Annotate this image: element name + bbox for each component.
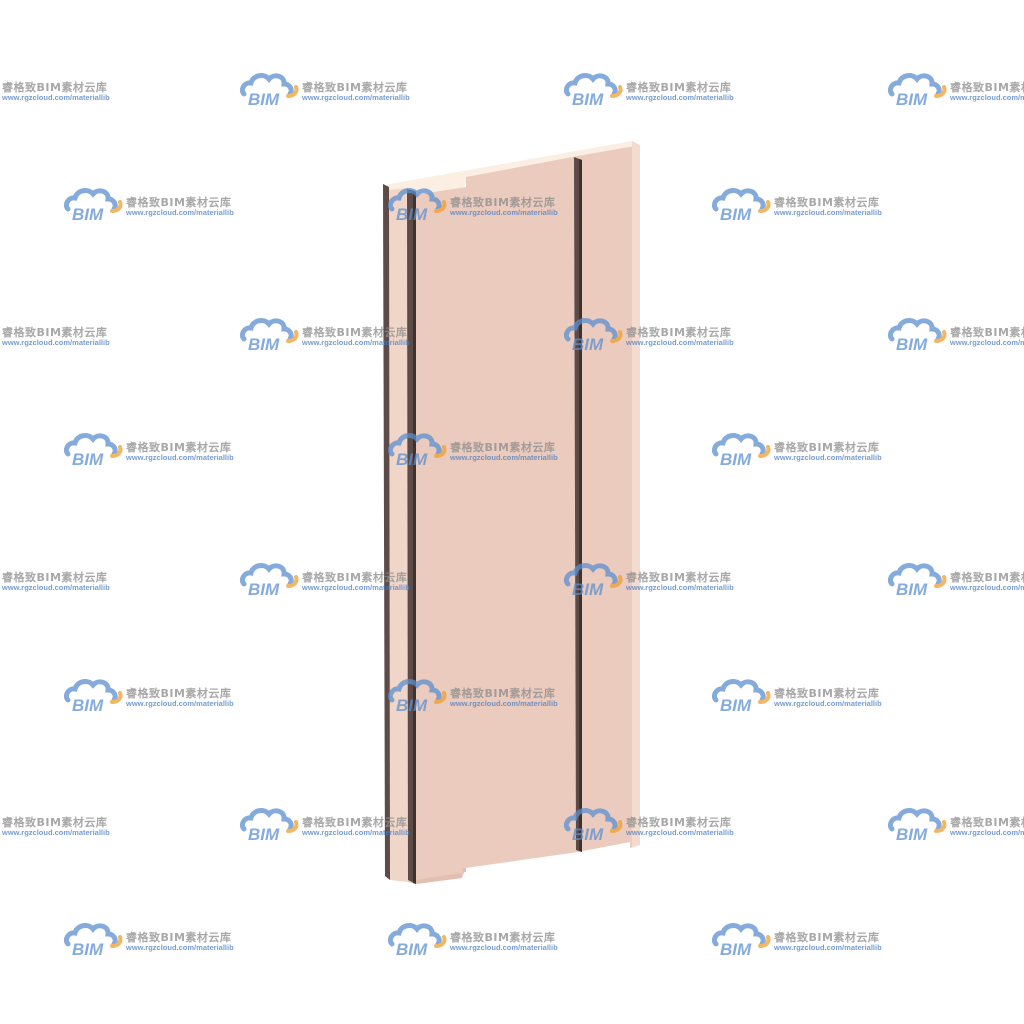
panel-groove-third-shadow: [579, 159, 582, 852]
panel-groove-second-shadow: [413, 191, 416, 884]
panel-main-face: [408, 145, 640, 884]
panel-bottom-notch: [416, 868, 466, 884]
panel-groove-left: [383, 184, 390, 880]
panel-right-edge: [632, 141, 640, 847]
panel-top-edge: [384, 141, 640, 195]
panel-left-strip: [388, 188, 408, 882]
